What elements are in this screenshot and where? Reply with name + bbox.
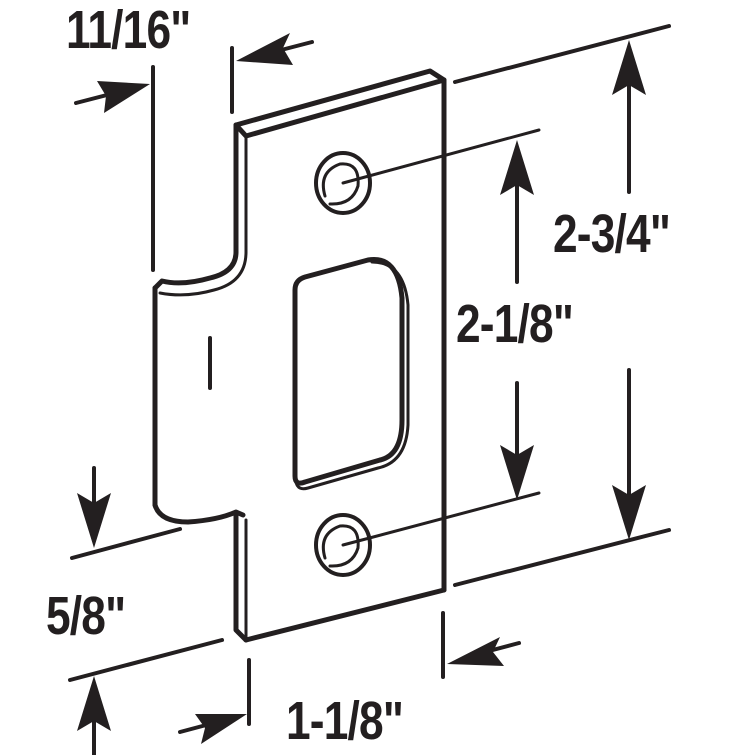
arrow-down-icon: [612, 485, 646, 540]
arrow-left-icon: [236, 33, 293, 65]
arrow-right-icon: [195, 714, 247, 744]
lip-width-label: 11/16": [66, 0, 191, 60]
dimension-plate-width: [178, 611, 521, 744]
arrow-up-icon: [77, 676, 111, 731]
dimension-overall-height: [453, 24, 671, 587]
dimension-lip-height: [68, 466, 224, 755]
arrow-up-icon: [500, 140, 534, 195]
overall-height-label: 2-3/4": [553, 204, 671, 264]
top-screw-hole: [314, 151, 372, 215]
lip-height-label: 5/8": [46, 586, 126, 646]
bottom-screw-hole: [314, 513, 372, 577]
arrow-down-icon: [500, 445, 534, 500]
arrow-down-icon: [77, 493, 111, 548]
plate-width-label: 1-1/8": [286, 691, 404, 751]
latch-opening: [292, 256, 410, 491]
curved-lip: [152, 249, 248, 525]
arrow-right-icon: [97, 81, 150, 113]
screw-spacing-label: 2-1/8": [456, 294, 574, 354]
dimension-lip-width: [74, 33, 314, 272]
plate-body: [233, 68, 447, 643]
arrow-up-icon: [612, 40, 646, 95]
dimension-screw-spacing: [341, 128, 541, 547]
arrow-left-icon: [447, 637, 504, 666]
